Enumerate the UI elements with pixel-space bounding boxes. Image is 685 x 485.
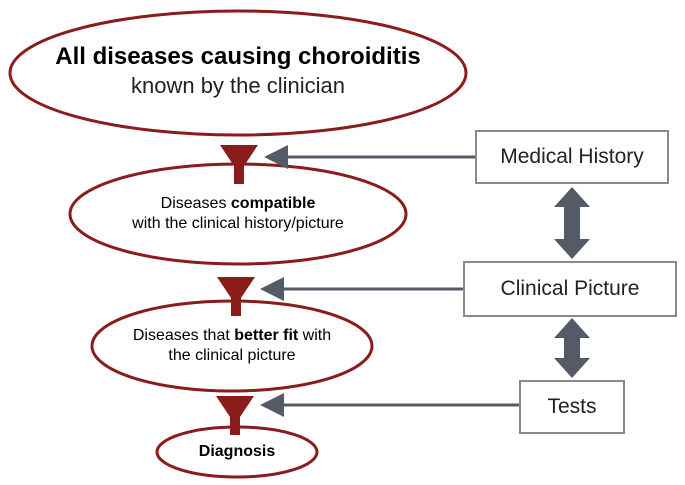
- box-tests: Tests: [519, 380, 625, 434]
- double-arrow-picture-tests: [554, 318, 590, 378]
- label-compatible-bold: compatible: [230, 195, 316, 212]
- funnel-icon-3: [216, 396, 254, 435]
- box-medical-history-label: Medical History: [500, 145, 644, 168]
- box-clinical-picture: Clinical Picture: [463, 261, 677, 317]
- ellipse-all-diseases: [8, 9, 468, 137]
- label-better-fit-pre: Diseases that: [132, 327, 235, 344]
- box-clinical-picture-label: Clinical Picture: [500, 277, 640, 300]
- box-medical-history: Medical History: [475, 130, 669, 184]
- box-tests-label: Tests: [547, 395, 597, 418]
- double-arrow-history-picture: [554, 187, 590, 259]
- funnel-icon-1: [220, 145, 258, 184]
- label-compatible-line2: with the clinical history/picture: [132, 215, 344, 232]
- label-compatible: Diseases compatible with the clinical hi…: [80, 194, 396, 234]
- label-better-fit-line2: the clinical picture: [168, 347, 296, 364]
- label-diagnosis-bold: Diagnosis: [198, 443, 276, 460]
- label-better-fit: Diseases that better fit with the clinic…: [100, 326, 364, 366]
- label-all-diseases: All diseases causing choroiditis known b…: [20, 42, 456, 100]
- label-all-diseases-normal: known by the clinician: [130, 73, 345, 98]
- funnel-icon-2: [217, 277, 255, 316]
- label-diagnosis: Diagnosis: [160, 442, 314, 462]
- label-compatible-pre: Diseases: [160, 195, 231, 212]
- label-better-fit-post: with: [298, 327, 332, 344]
- label-all-diseases-bold: All diseases causing choroiditis: [55, 43, 421, 70]
- label-better-fit-bold: better fit: [234, 327, 299, 344]
